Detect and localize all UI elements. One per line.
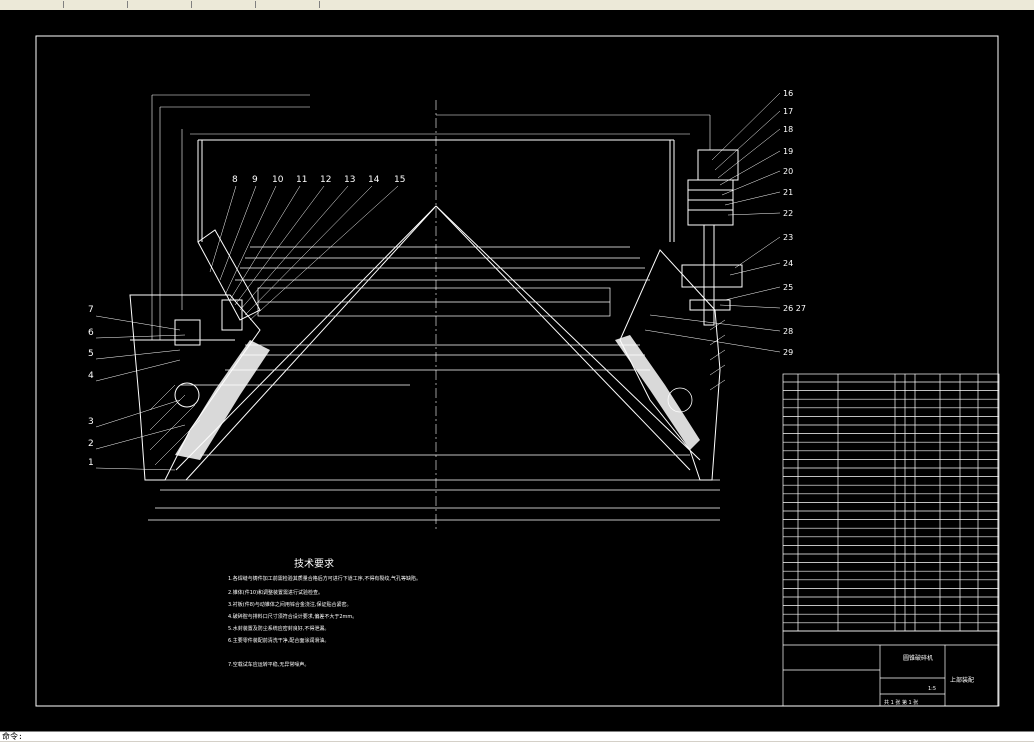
cad-drawing[interactable]: 7 6 5 4 3 2 1 8 9 10 11 12 13 14 15 — [0, 10, 1034, 731]
balloon-group-top: 8 9 10 11 12 13 14 15 — [232, 175, 405, 185]
tech-line-4: 4.破碎腔与排料口尺寸须符合设计要求,偏差不大于2mm。 — [228, 613, 357, 620]
title-drawing-name: 圆锥破碎机 — [903, 654, 933, 662]
title-sheet: 共 1 张 第 1 张 — [884, 699, 918, 706]
balloon-6: 6 — [88, 328, 94, 338]
balloon-3: 3 — [88, 417, 94, 427]
leaders-left — [95, 315, 186, 471]
balloon-19: 19 — [783, 147, 793, 156]
document-tab-5[interactable] — [256, 1, 320, 8]
balloon-16: 16 — [783, 89, 793, 98]
balloon-20: 20 — [783, 167, 793, 176]
adjusting-screw — [681, 149, 743, 326]
balloon-2: 2 — [88, 439, 94, 449]
balloon-13: 13 — [344, 175, 355, 185]
tech-line-7: 7.空载试车应运转平稳,无异常噪声。 — [228, 661, 309, 668]
balloon-25: 25 — [783, 283, 793, 292]
leaders-top — [209, 185, 399, 321]
drawing-frame — [35, 35, 999, 707]
leaders-right — [644, 92, 781, 353]
tech-requirements-list: 1.各焊缝与铸件加工前需检验其质量合格后方可进行下道工序,不得有裂纹,气孔等缺陷… — [228, 575, 421, 668]
command-line[interactable]: 命令: — [0, 731, 1034, 741]
balloon-10: 10 — [272, 175, 284, 185]
balloon-18: 18 — [783, 125, 793, 134]
balloon-26-27: 26 27 — [783, 304, 806, 313]
document-tab-1[interactable] — [0, 1, 64, 8]
balloon-7: 7 — [88, 305, 94, 315]
left-bowl-liner — [129, 229, 270, 481]
balloon-9: 9 — [252, 175, 258, 185]
balloon-29: 29 — [783, 348, 793, 357]
right-bowl-liner — [615, 249, 726, 481]
balloon-5: 5 — [88, 349, 94, 359]
balloon-24: 24 — [783, 259, 793, 268]
tech-line-5: 5.水封装置及防尘系统应密封良好,不得泄漏。 — [228, 625, 329, 632]
balloon-21: 21 — [783, 188, 793, 197]
top-dimensions — [151, 94, 711, 340]
tech-line-1: 1.各焊缝与铸件加工前需检验其质量合格后方可进行下道工序,不得有裂纹,气孔等缺陷… — [228, 575, 421, 582]
feed-hopper — [197, 139, 675, 242]
document-tab-4[interactable] — [192, 1, 256, 8]
title-ratio: 1:5 — [928, 686, 936, 692]
title-part-name: 上部装配 — [950, 676, 974, 684]
balloon-1: 1 — [88, 458, 94, 468]
balloon-15: 15 — [394, 175, 405, 185]
document-tab-2[interactable] — [64, 1, 128, 8]
balloon-12: 12 — [320, 175, 331, 185]
balloon-11: 11 — [296, 175, 307, 185]
balloon-22: 22 — [783, 209, 793, 218]
drawing-canvas[interactable]: 7 6 5 4 3 2 1 8 9 10 11 12 13 14 15 — [0, 10, 1034, 731]
tech-requirements-title: 技术要求 — [294, 557, 334, 570]
tech-line-2: 2.锥体(件10)和调整装置需进行试验检查。 — [228, 589, 323, 596]
balloon-28: 28 — [783, 327, 793, 336]
left-bolt-assembly — [130, 299, 243, 408]
tech-line-6: 6.主要零件装配前清洗干净,配合面涂润滑油。 — [228, 637, 329, 644]
parts-list-table — [782, 373, 1000, 632]
document-tab-3[interactable] — [128, 1, 192, 8]
balloon-23: 23 — [783, 233, 793, 242]
balloon-14: 14 — [368, 175, 380, 185]
tech-line-3: 3.衬板(件8)与动锥体之间用锌合金浇注,保证贴合紧密。 — [228, 601, 351, 608]
balloon-group-left: 7 6 5 4 3 2 1 — [88, 305, 94, 468]
balloon-17: 17 — [783, 107, 793, 116]
title-block — [782, 630, 1000, 707]
balloon-4: 4 — [88, 371, 94, 381]
balloon-group-right: 16 17 18 19 20 21 22 23 24 25 26 27 28 2… — [783, 89, 806, 357]
balloon-8: 8 — [232, 175, 238, 185]
